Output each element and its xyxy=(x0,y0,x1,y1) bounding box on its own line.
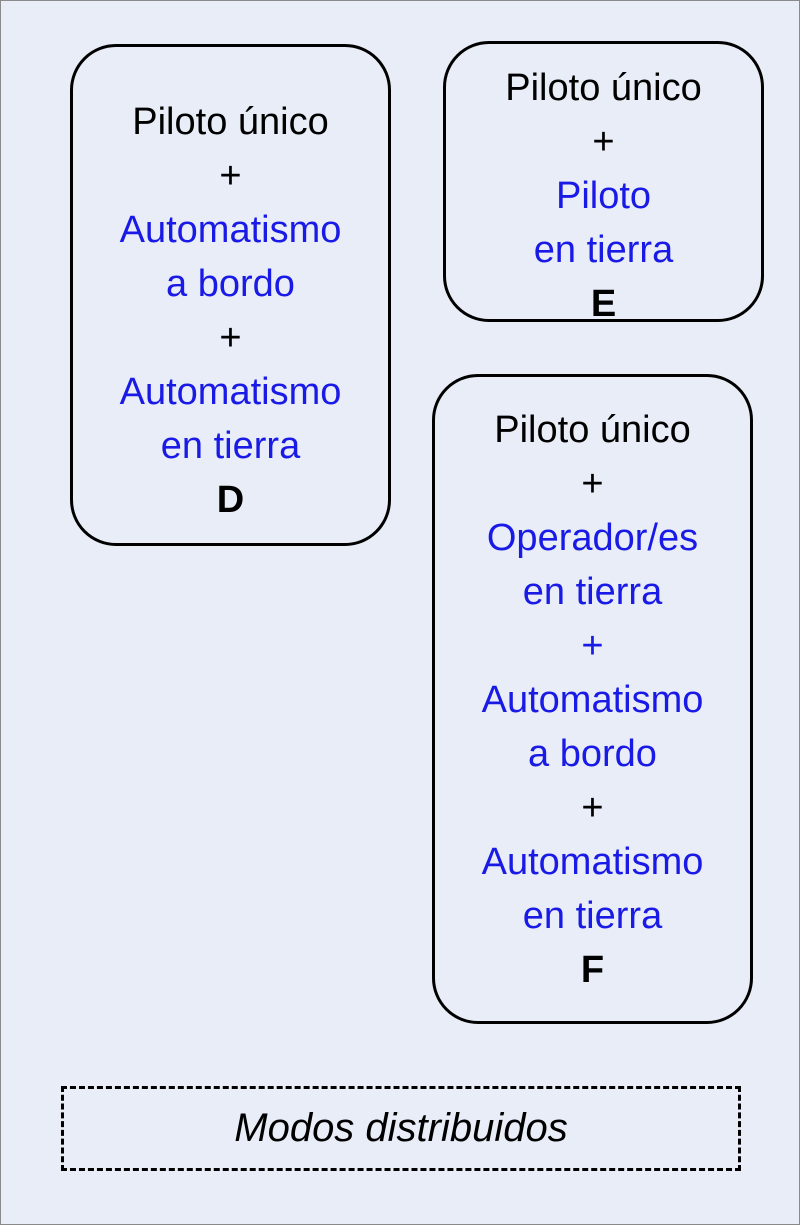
mode-f-line-6: Automatismo xyxy=(481,679,704,721)
mode-f-line-9: Automatismo xyxy=(481,841,704,883)
mode-f-line-7: a bordo xyxy=(528,733,657,775)
mode-e-line-4: en tierra xyxy=(533,229,674,271)
mode-d-line-1: Piloto único xyxy=(132,101,329,143)
mode-f-line-4: en tierra xyxy=(522,571,663,613)
mode-e-code: E xyxy=(590,283,617,325)
mode-f-line-10: en tierra xyxy=(522,895,663,937)
mode-d-line-3: Automatismo xyxy=(119,209,342,251)
mode-box-f: Piloto único + Operador/es en tierra + A… xyxy=(432,374,753,1024)
mode-f-plus-3: + xyxy=(581,787,604,829)
mode-e-line-1: Piloto único xyxy=(505,67,702,109)
mode-e-plus-1: + xyxy=(592,121,615,163)
mode-d-code: D xyxy=(216,479,245,521)
mode-f-code: F xyxy=(580,949,605,991)
mode-d-plus-2: + xyxy=(219,317,242,359)
mode-box-d: Piloto único + Automatismo a bordo + Aut… xyxy=(70,44,391,546)
mode-d-line-7: en tierra xyxy=(160,425,301,467)
mode-d-plus-1: + xyxy=(219,155,242,197)
mode-d-line-4: a bordo xyxy=(166,263,295,305)
legend-label: Modos distribuidos xyxy=(234,1106,568,1150)
mode-e-line-3: Piloto xyxy=(555,175,652,217)
mode-f-line-1: Piloto único xyxy=(494,409,691,451)
mode-f-plus-2: + xyxy=(581,625,604,667)
legend-box: Modos distribuidos xyxy=(61,1086,741,1171)
mode-box-e: Piloto único + Piloto en tierra E xyxy=(443,41,764,325)
mode-d-line-6: Automatismo xyxy=(119,371,342,413)
mode-f-line-3: Operador/es xyxy=(486,517,699,559)
mode-f-plus-1: + xyxy=(581,463,604,505)
